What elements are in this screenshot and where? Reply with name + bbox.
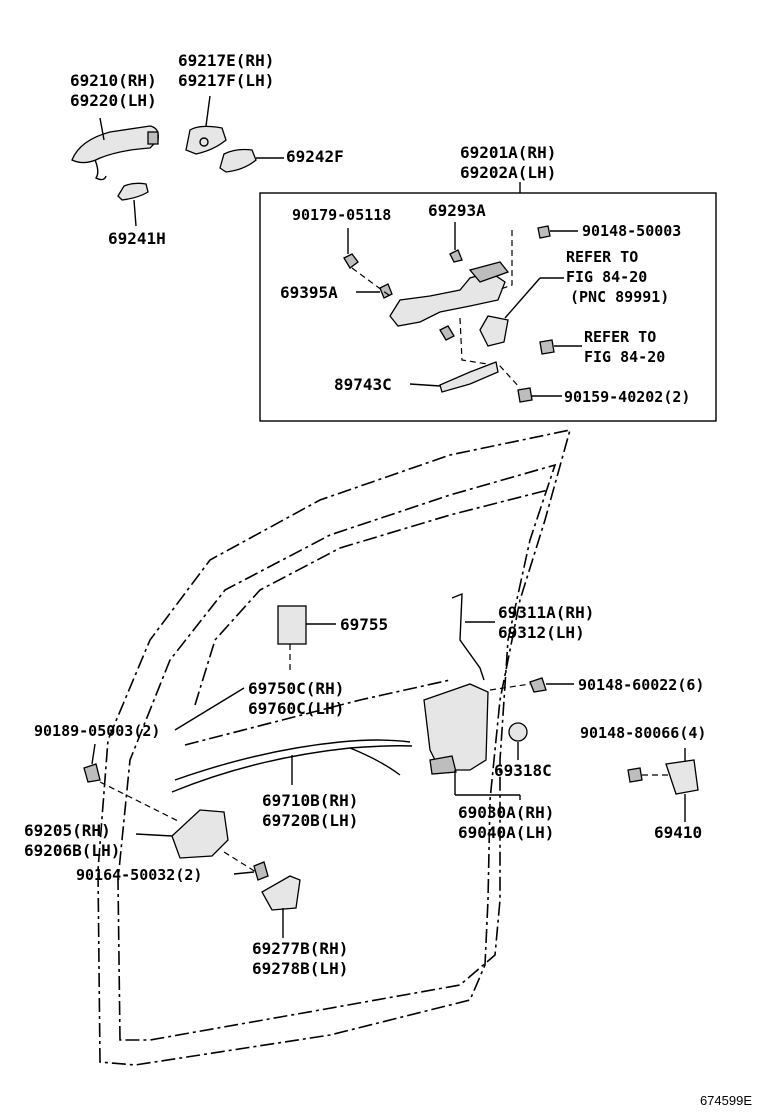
label-refer2-b: FIG 84-20 xyxy=(584,348,666,366)
label-69750c: 69750C(RH) xyxy=(248,679,345,698)
small-gasket xyxy=(117,182,149,227)
outside-handle xyxy=(71,117,159,181)
label-69030a: 69030A(RH) xyxy=(458,803,555,822)
label-69312: 69312(LH) xyxy=(498,623,585,642)
label-69410: 69410 xyxy=(654,823,703,842)
label-69395a: 69395A xyxy=(280,283,338,302)
label-69217e: 69217E(RH) xyxy=(178,51,275,70)
label-69720b: 69720B(LH) xyxy=(262,811,359,830)
label-refer1-b: FIG 84-20 xyxy=(566,268,648,286)
label-90148-80066: 90148-80066(4) xyxy=(580,724,707,742)
label-69201a: 69201A(RH) xyxy=(460,143,557,162)
label-69206b: 69206B(LH) xyxy=(24,841,121,860)
handle-cover xyxy=(185,95,227,155)
label-69760c: 69760C(LH) xyxy=(248,699,345,718)
label-69205: 69205(RH) xyxy=(24,821,111,840)
label-69311a: 69311A(RH) xyxy=(498,603,595,622)
lock-assy-box xyxy=(259,182,717,422)
label-69318c: 69318C xyxy=(494,761,552,780)
label-69202a: 69202A(LH) xyxy=(460,163,557,182)
label-69293a: 69293A xyxy=(428,201,486,220)
label-69755: 69755 xyxy=(340,615,389,634)
label-90189: 90189-05003(2) xyxy=(34,722,161,740)
door-outline xyxy=(97,428,572,1066)
gasket xyxy=(219,148,284,173)
label-90179: 90179-05118 xyxy=(292,206,392,224)
label-69241h: 69241H xyxy=(108,229,166,248)
label-69277b: 69277B(RH) xyxy=(252,939,349,958)
label-refer2-a: REFER TO xyxy=(584,328,657,346)
label-69210: 69210(RH) xyxy=(70,71,157,90)
leaders xyxy=(83,592,699,938)
label-69220: 69220(LH) xyxy=(70,91,157,110)
label-69217f: 69217F(LH) xyxy=(178,71,275,90)
label-90159: 90159-40202(2) xyxy=(564,388,691,406)
label-69040a: 69040A(LH) xyxy=(458,823,555,842)
label-69242f: 69242F xyxy=(286,147,344,166)
label-refer1-c: (PNC 89991) xyxy=(570,288,670,306)
label-90148-50003: 90148-50003 xyxy=(582,222,682,240)
label-69278b: 69278B(LH) xyxy=(252,959,349,978)
label-90164: 90164-50032(2) xyxy=(76,866,203,884)
label-69710b: 69710B(RH) xyxy=(262,791,359,810)
figure-id: 674599E xyxy=(699,1093,752,1108)
label-refer1-a: REFER TO xyxy=(566,248,639,266)
label-90148-60022: 90148-60022(6) xyxy=(578,676,705,694)
label-89743c: 89743C xyxy=(334,375,392,394)
